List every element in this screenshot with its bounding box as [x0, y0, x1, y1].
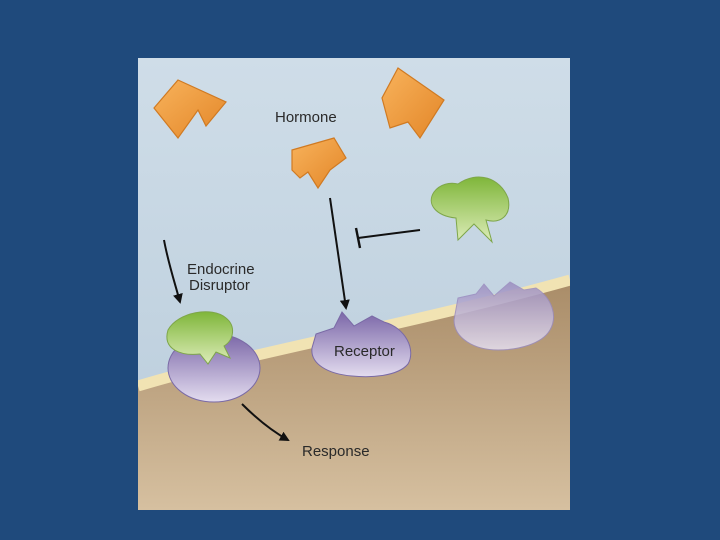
label-disruptor-line2: Disruptor	[189, 277, 250, 294]
disruptor-arrow	[163, 239, 183, 304]
disruptor-bound-receptor	[166, 311, 261, 403]
diagram-canvas: Hormone Endocrine Disruptor Receptor Res…	[138, 58, 570, 510]
endocrine-disruptor-diagram: Hormone Endocrine Disruptor Receptor Res…	[138, 58, 570, 510]
hormone-molecule-3	[291, 137, 347, 190]
inhibition-line	[357, 229, 421, 239]
label-response: Response	[302, 443, 370, 460]
hormone-molecule-2	[381, 67, 445, 140]
label-hormone: Hormone	[275, 109, 337, 126]
disruptor-molecule-free	[430, 176, 510, 244]
label-disruptor-line1: Endocrine	[187, 261, 255, 278]
label-receptor: Receptor	[334, 343, 395, 360]
inhibition-bar	[354, 227, 362, 249]
receptor-shape-faded	[453, 281, 554, 351]
response-arrow	[241, 403, 290, 441]
receptor-shape	[311, 311, 412, 378]
binding-arrow	[329, 197, 350, 310]
hormone-molecule-1	[153, 79, 227, 139]
